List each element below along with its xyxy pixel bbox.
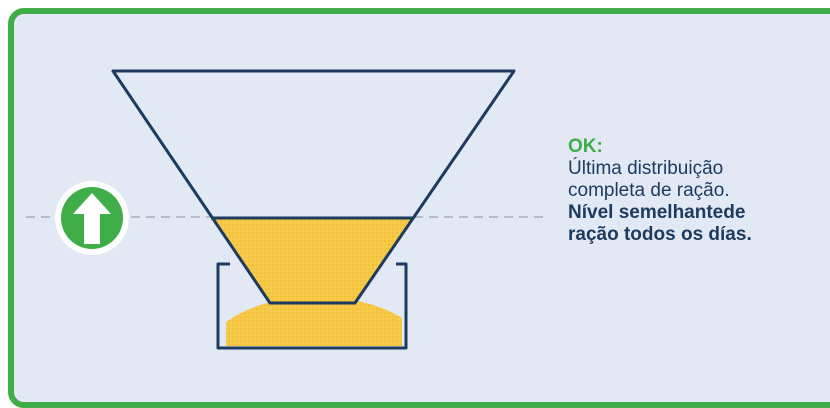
feed-trough	[216, 262, 408, 350]
description-line-1: Última distribuição	[568, 158, 724, 179]
description-line-2: completa de ração.	[568, 180, 730, 201]
arrow-up-icon	[55, 181, 129, 255]
feeder-diagram	[26, 69, 545, 350]
status-label: OK:	[568, 136, 603, 157]
description-line-4: ração todos os días.	[568, 224, 752, 245]
diagram-stage: OK: Última distribuição completa de raçã…	[8, 8, 830, 408]
description-line-3: Nível semelhantede	[568, 202, 746, 223]
status-description: OK: Última distribuição completa de raçã…	[568, 136, 752, 246]
feeder-hopper	[111, 69, 516, 305]
